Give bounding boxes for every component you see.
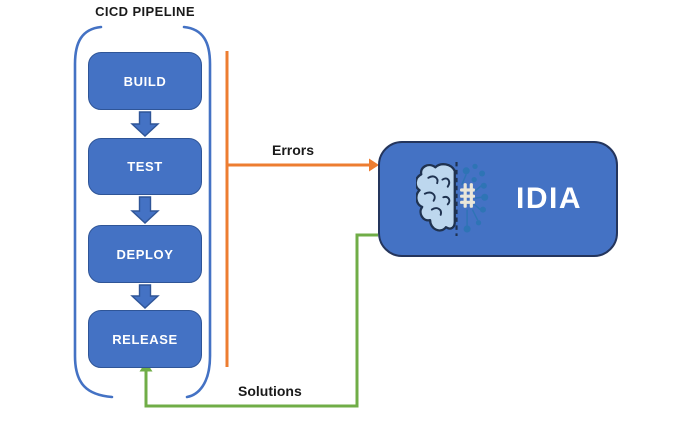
stage-label-release: RELEASE (112, 331, 178, 347)
solutions-label: Solutions (238, 383, 302, 399)
arrow-deploy-to-release (130, 284, 160, 309)
ai-brain-icon (416, 162, 489, 236)
stage-box-release: RELEASE (88, 310, 202, 368)
stage-box-test: TEST (88, 138, 202, 195)
stage-box-deploy: DEPLOY (88, 225, 202, 283)
idia-box: IDIA (378, 141, 618, 257)
arrow-build-to-test (130, 111, 160, 137)
pipeline-bracket-left (73, 25, 114, 399)
stage-box-build: BUILD (88, 52, 202, 110)
stage-label-deploy: DEPLOY (116, 246, 174, 262)
errors-label: Errors (272, 142, 315, 158)
solutions-connector-line (144, 233, 378, 408)
errors-arrowhead (369, 158, 379, 172)
stage-label-test: TEST (127, 159, 163, 174)
stage-label-build: BUILD (123, 73, 167, 89)
idia-label: IDIA (516, 182, 582, 215)
pipeline-bracket-right (182, 25, 212, 399)
pipeline-title: CICD PIPELINE (95, 4, 195, 19)
arrow-test-to-deploy (130, 196, 160, 224)
